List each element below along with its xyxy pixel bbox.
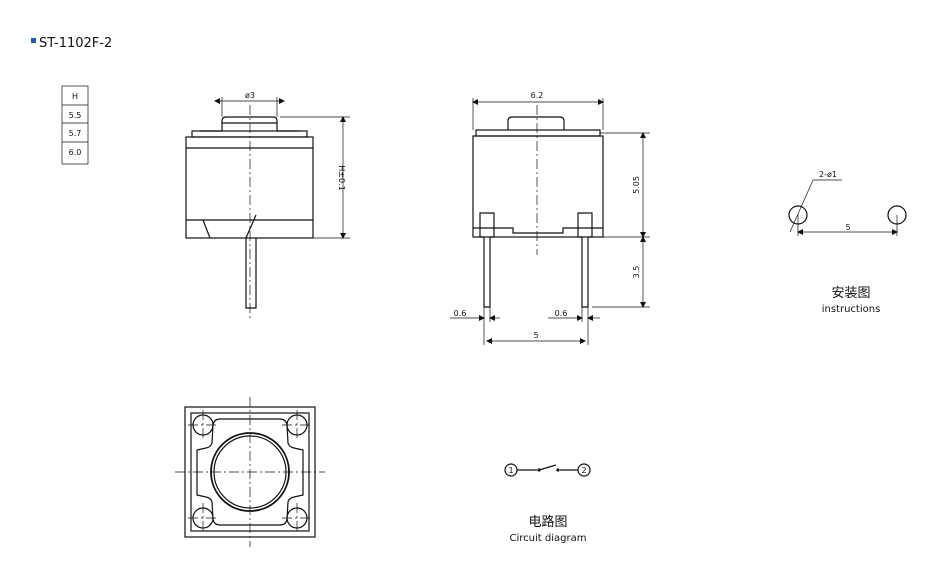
height-table-row: 5.5 xyxy=(69,111,82,120)
dim-body-height: 5.05 xyxy=(632,176,641,194)
circuit-title-en: Circuit diagram xyxy=(510,533,587,544)
side-view-lead xyxy=(245,238,257,309)
height-table-row: 5.7 xyxy=(69,129,82,138)
front-view-flange xyxy=(475,129,601,137)
dim-lead-width-left: 0.6 xyxy=(454,309,467,318)
installation-title-en: instructions xyxy=(822,304,881,315)
dim-hole-diameter: 2-ø1 xyxy=(819,170,837,179)
side-view-body xyxy=(185,136,314,239)
top-view xyxy=(175,397,325,547)
front-view-right-lead xyxy=(577,212,593,308)
terminal-2-label: 2 xyxy=(581,466,586,475)
height-table: H 5.5 5.7 6.0 xyxy=(61,85,89,165)
front-view-body xyxy=(472,135,604,238)
circuit-diagram: 1 2 电路图 Circuit diagram xyxy=(504,463,591,544)
top-view-frame xyxy=(196,418,304,526)
dim-actuator-diameter: ø3 xyxy=(245,91,255,100)
height-table-row: 6.0 xyxy=(69,148,82,157)
installation-title-cn: 安装图 xyxy=(831,286,870,301)
height-table-header: H xyxy=(72,92,78,101)
installation-diagram: 5 2-ø1 安装图 instructions xyxy=(788,170,907,315)
side-view: ø3 H±0.1 xyxy=(185,91,350,318)
dim-width: 6.2 xyxy=(531,91,544,100)
dim-height: H±0.1 xyxy=(337,165,346,190)
front-view: 6.2 5.05 3.5 0.6 0.6 5 xyxy=(450,91,650,345)
switch-contact xyxy=(538,464,557,471)
model-number: ST-1102F-2 xyxy=(39,36,112,51)
front-view-actuator xyxy=(507,116,565,130)
dim-hole-pitch: 5 xyxy=(845,223,850,232)
model-title: ST-1102F-2 xyxy=(31,36,112,51)
dim-lead-pitch: 5 xyxy=(533,331,538,340)
dim-lead-width-right: 0.6 xyxy=(555,309,568,318)
side-view-flange xyxy=(191,130,308,138)
terminal-1-label: 1 xyxy=(508,466,513,475)
title-bullet-icon xyxy=(31,38,36,43)
dim-lead-length: 3.5 xyxy=(632,266,641,279)
terminal-2 xyxy=(577,463,591,477)
side-view-actuator xyxy=(221,116,278,131)
front-view-left-lead xyxy=(479,212,495,308)
circuit-title-cn: 电路图 xyxy=(528,514,567,530)
